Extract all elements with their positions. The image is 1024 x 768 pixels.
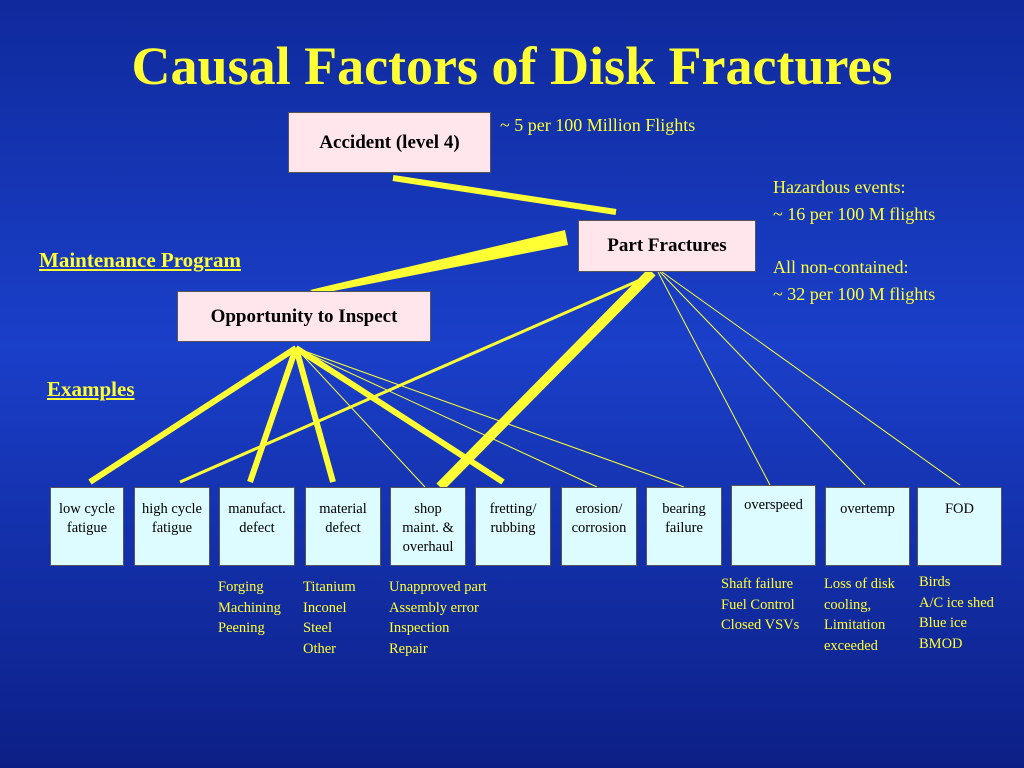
example-item: Other [303,640,337,657]
node-opportunity-label: Opportunity to Inspect [210,306,398,327]
link-part-to-overtemp [659,271,866,486]
cause-shop-maintenance-overhaul: shop maint. & overhaul [390,487,466,566]
example-item: Titanium [303,579,356,595]
link-accident-to-part [392,175,617,215]
example-item: Closed VSVs [721,617,800,633]
cause-label-line1: manufact. [228,501,286,517]
link-inspect-to-manufact [247,347,299,483]
examples-overspeed: Shaft failure Fuel Control Closed VSVs [721,574,799,636]
cause-label-line2: fatigue [66,520,108,536]
cause-label-line1: fretting/ [489,501,537,517]
cause-fod: FOD [917,487,1002,566]
cause-high-cycle-fatigue: high cycle fatigue [134,487,210,566]
example-item: Inconel [303,599,347,616]
cause-label-line2: rubbing [490,520,536,536]
node-accident: Accident (level 4) [288,112,491,173]
example-item: BMOD [919,635,963,652]
examples-shop: Unapproved part Assembly error Inspectio… [389,577,487,659]
link-inspect-to-material [293,347,336,483]
example-item: Assembly error [389,599,479,616]
example-item: Loss of disk [824,576,895,592]
examples-heading: Examples [47,377,135,401]
cause-bearing-failure: bearing failure [646,487,722,566]
link-inspect-to-erosion [295,347,598,488]
cause-label-line1: FOD [944,501,974,517]
example-item: Peening [218,620,265,636]
cause-label-line3: overhaul [402,539,454,555]
examples-material: Titanium Inconel Steel Other [303,577,356,659]
cause-erosion-corrosion: erosion/ corrosion [561,487,637,566]
cause-label-line1: erosion/ [575,501,623,517]
examples-overtemp: Loss of disk cooling, Limitation exceede… [824,574,895,656]
accident-rate: ~ 5 per 100 Million Flights [500,115,696,135]
node-accident-label: Accident (level 4) [319,132,460,153]
examples-manufact: Forging Machining Peening [218,577,281,639]
cause-manufacturing-defect: manufact. defect [219,487,295,566]
slide-title: Causal Factors of Disk Fractures [131,36,893,96]
non-contained-label: All non-contained: [773,257,909,277]
example-item: Unapproved part [389,579,487,595]
maintenance-program-heading: Maintenance Program [39,248,241,272]
cause-low-cycle-fatigue: low cycle fatigue [50,487,124,566]
cause-label-line2: defect [239,520,275,536]
link-inspect-to-bearing [295,347,685,488]
cause-label-line1: high cycle [142,501,202,517]
node-part-fractures-label: Part Fractures [607,235,727,256]
link-inspect-to-fretting [294,345,505,485]
cause-label-line2: maint. & [402,520,454,536]
example-item: Machining [218,599,281,616]
hazardous-events-label: Hazardous events: [773,177,906,197]
non-contained-rate: ~ 32 per 100 M flights [773,284,936,304]
example-item: Steel [303,620,332,636]
cause-label-line1: low cycle [59,501,115,517]
cause-label-line1: shop [414,501,442,517]
example-item: Blue ice [919,615,967,631]
example-item: A/C ice shed [919,594,994,611]
link-inspect-to-shop-thin [295,347,426,488]
example-item: Shaft failure [721,576,794,592]
hazardous-events-rate: ~ 16 per 100 M flights [773,204,936,224]
example-item: Limitation [824,617,886,633]
cause-label-line1: material [319,501,367,517]
example-item: Birds [919,574,951,590]
link-part-to-highcycle [179,278,641,484]
cause-label-line2: defect [325,520,361,536]
example-item: Repair [389,640,428,657]
cause-label-line1: bearing [662,501,706,517]
cause-label-line1: overtemp [840,501,895,517]
cause-label-line2: failure [665,520,703,536]
cause-overspeed: overspeed [731,485,816,566]
link-part-to-fod [661,271,961,486]
examples-fod: Birds A/C ice shed Blue ice BMOD [919,572,994,654]
cause-material-defect: material defect [305,487,381,566]
example-item: exceeded [824,637,878,654]
example-item: cooling, [824,596,872,613]
cause-overtemp: overtemp [825,487,910,566]
cause-label-line2: fatigue [151,520,193,536]
link-part-to-overspeed [657,271,771,486]
node-part-fractures: Part Fractures [578,220,756,272]
node-opportunity-to-inspect: Opportunity to Inspect [177,291,431,342]
cause-fretting-rubbing: fretting/ rubbing [475,487,551,566]
example-item: Inspection [389,620,450,636]
link-part-to-inspect [310,230,568,294]
cause-label-line2: corrosion [571,520,627,536]
cause-label-line1: overspeed [744,497,803,513]
example-item: Forging [218,579,264,595]
example-item: Fuel Control [721,596,795,613]
link-part-to-shop [436,268,656,491]
link-inspect-to-lowcycle [88,345,298,485]
